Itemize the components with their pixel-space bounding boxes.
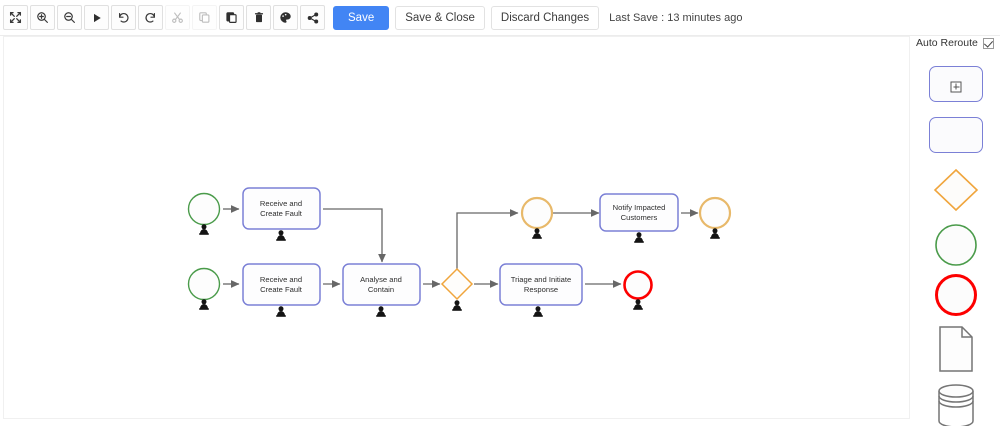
node-gateway[interactable] [440,267,474,311]
discard-changes-button[interactable]: Discard Changes [490,5,600,30]
node-intermediate-event-1[interactable] [520,196,554,239]
svg-text:Receive and: Receive and [260,275,302,284]
node-task-notify-impacted-customers[interactable]: Notify Impacted Customers [599,193,679,243]
gateway-shape-body [933,168,979,212]
svg-text:Contain: Contain [368,285,394,294]
auto-reroute-label: Auto Reroute [916,37,978,49]
svg-text:Create Fault: Create Fault [260,285,303,294]
diagram-canvas[interactable]: Receive and Create Fault Receive and Cre… [3,36,910,419]
delete-icon[interactable] [246,5,271,30]
auto-reroute-checkbox[interactable] [982,37,994,49]
last-save-status: Last Save : 13 minutes ago [609,11,743,24]
zoom-out-icon[interactable] [57,5,82,30]
edge-receive1-to-analyse[interactable] [323,208,386,263]
palette-icon[interactable] [273,5,298,30]
subprocess-shape-body [929,66,983,102]
svg-text:Notify Impacted: Notify Impacted [613,203,666,212]
cut-icon[interactable] [165,5,190,30]
svg-text:Triage and Initiate: Triage and Initiate [511,275,572,284]
share-icon[interactable] [300,5,325,30]
svg-text:Create Fault: Create Fault [260,209,303,218]
connector-layer [223,205,699,288]
datastore-shape-body [938,384,974,426]
task-shape-body [929,117,983,153]
svg-text:Analyse and: Analyse and [360,275,402,284]
shape-palette: Auto Reroute [911,36,1000,426]
toolbar: Save Save & Close Discard Changes Last S… [0,0,1000,36]
document-shape-body [939,326,973,372]
save-and-close-button[interactable]: Save & Close [395,5,485,30]
datastore-shape[interactable] [929,381,983,426]
copy-icon[interactable] [192,5,217,30]
subprocess-shape[interactable] [929,64,983,104]
save-button[interactable]: Save [333,5,390,30]
node-task-receive-create-fault-2[interactable]: Receive and Create Fault [242,263,321,317]
paste-icon[interactable] [219,5,244,30]
start-event-shape-body [935,224,977,266]
task-shape[interactable] [929,115,983,155]
end-event-shape[interactable] [929,271,983,319]
start-event-shape[interactable] [929,221,983,269]
fullscreen-icon[interactable] [3,5,28,30]
edge-gateway-to-intermediate1[interactable] [456,209,519,269]
end-event-shape-body [935,274,977,316]
node-start-event-1[interactable] [187,192,221,235]
svg-text:Response: Response [524,285,558,294]
node-task-analyse-and-contain[interactable]: Analyse and Contain [342,263,421,317]
svg-text:Receive and: Receive and [260,199,302,208]
diagram-svg: Receive and Create Fault Receive and Cre… [187,187,732,317]
document-shape[interactable] [929,324,983,374]
play-icon[interactable] [84,5,109,30]
node-task-receive-create-fault-1[interactable]: Receive and Create Fault [242,187,321,241]
undo-icon[interactable] [111,5,136,30]
expand-plus-icon [950,81,962,93]
node-start-event-2[interactable] [187,267,221,310]
node-task-triage-and-initiate-response[interactable]: Triage and Initiate Response [499,263,583,317]
gateway-shape[interactable] [929,166,983,214]
node-intermediate-event-2[interactable] [698,196,732,239]
redo-icon[interactable] [138,5,163,30]
auto-reroute-control[interactable]: Auto Reroute [916,37,994,49]
svg-text:Customers: Customers [621,213,658,222]
node-end-event[interactable] [623,270,653,310]
zoom-in-icon[interactable] [30,5,55,30]
